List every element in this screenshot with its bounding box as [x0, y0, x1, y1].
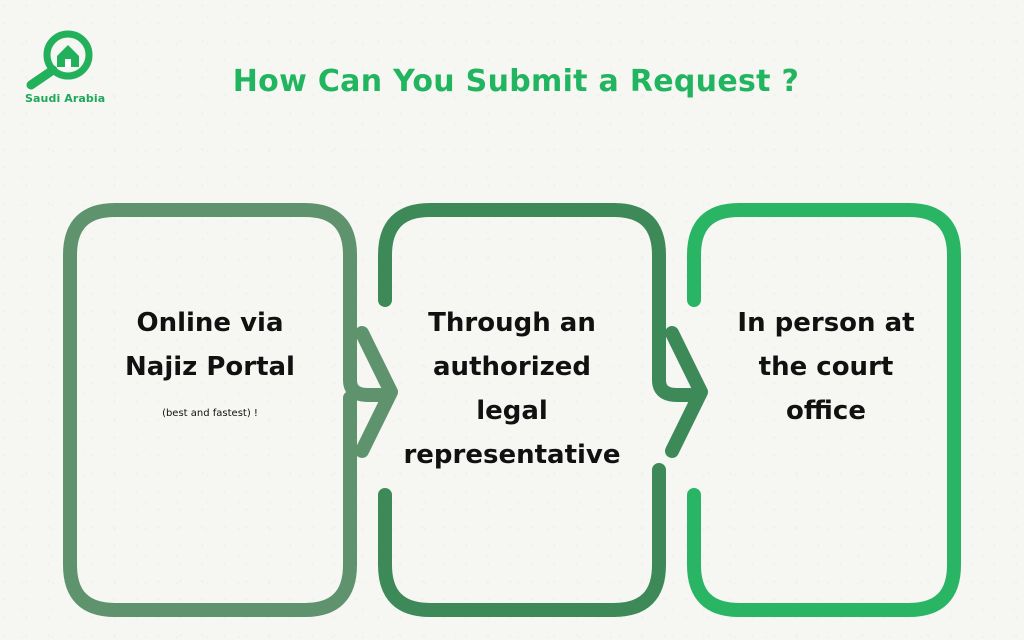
logo-mark — [26, 30, 93, 90]
step-2-frame-bottom — [378, 463, 666, 617]
magnifier-house-icon — [26, 30, 93, 90]
arrow-2-chevron — [665, 326, 708, 458]
step-1-line: Najiz Portal — [125, 352, 295, 382]
page-title: How Can You Submit a Request ? — [0, 64, 1024, 99]
step-1-note: (best and fastest) ! — [162, 408, 258, 419]
arrow-1-chevron — [355, 326, 398, 458]
step-1-line: Online via — [136, 308, 284, 338]
step-2-line: authorized — [433, 352, 591, 382]
step-1-text: Online via Najiz Portal — [80, 301, 340, 389]
step-2-line: legal — [476, 396, 548, 426]
step-2-line: representative — [403, 440, 621, 470]
step-3-line: In person at — [737, 308, 915, 338]
brand-name: Saudi Arabia — [25, 92, 106, 105]
step-2-frame — [378, 203, 701, 402]
step-2-line: Through an — [428, 308, 596, 338]
step-3-line: the court — [758, 352, 894, 382]
step-3-text: In person at the court office — [706, 301, 946, 433]
page-title-text: How Can You Submit a Request ? — [232, 64, 800, 99]
step-3-line: office — [786, 396, 866, 426]
step-3-frame — [687, 203, 961, 617]
step-2-text: Through an authorized legal representati… — [380, 301, 644, 477]
step-1-frame — [63, 203, 392, 617]
